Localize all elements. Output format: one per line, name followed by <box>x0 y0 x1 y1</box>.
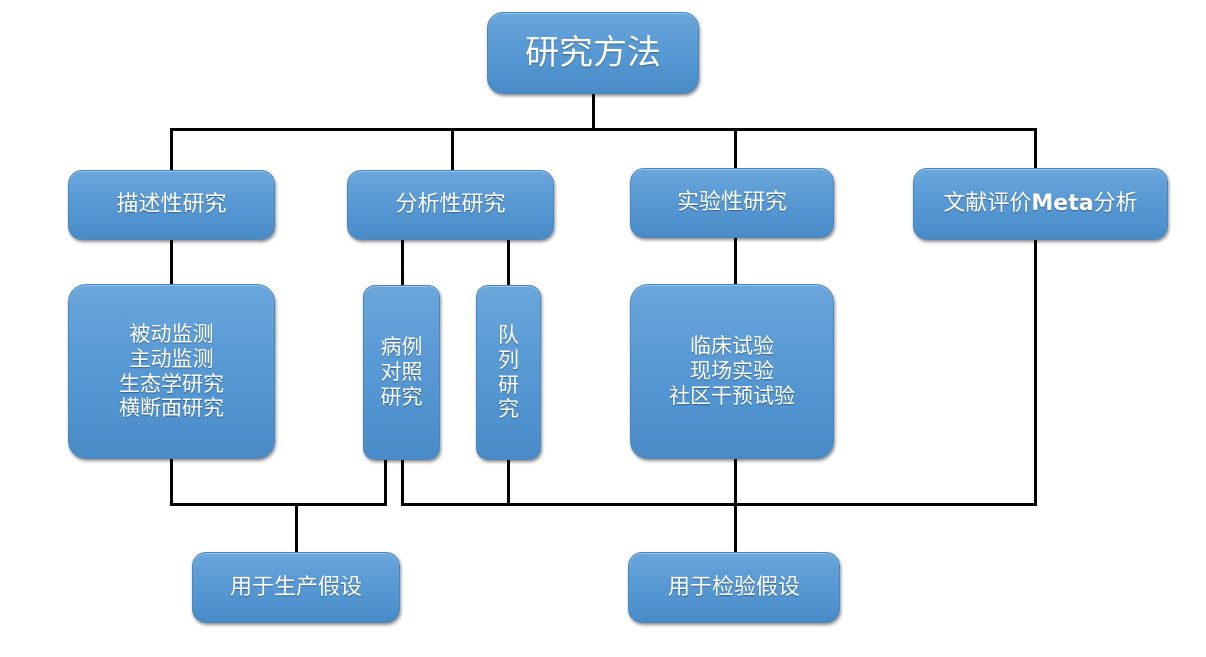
node-generate-hypothesis-label: 用于生产假设 <box>229 574 362 600</box>
connector-descriptive-to-detail <box>170 240 173 285</box>
list-item: 病例 <box>380 335 423 360</box>
node-research-methods[interactable]: 研究方法 <box>487 12 699 94</box>
list-item: 社区干预试验 <box>669 383 795 408</box>
list-item: 究 <box>498 397 519 422</box>
list-item: 生态学研究 <box>119 371 224 396</box>
list-item: 研究 <box>380 384 423 409</box>
list-item: 临床试验 <box>690 334 774 359</box>
list-item: 被动监测 <box>129 321 214 346</box>
connector-test-bus <box>401 503 1037 506</box>
connector-drop-analytical <box>451 128 454 171</box>
connector-case-control-down-left <box>384 460 387 506</box>
node-analytical-research-label: 分析性研究 <box>395 192 506 218</box>
list-item: 列 <box>498 347 519 372</box>
node-experimental-research[interactable]: 实验性研究 <box>630 168 834 238</box>
connector-drop-descriptive <box>170 128 173 171</box>
connector-generate-bus <box>170 503 387 506</box>
node-literature-meta-analysis[interactable]: 文献评价Meta分析 <box>913 168 1168 240</box>
node-case-control-study[interactable]: 病例 对照 研究 <box>363 285 440 460</box>
connector-title-stem <box>592 94 595 130</box>
node-experimental-methods-list[interactable]: 临床试验 现场实验 社区干预试验 <box>630 284 834 459</box>
connector-descriptive-detail-down <box>170 459 173 506</box>
node-descriptive-methods-lines: 被动监测 主动监测 生态学研究 横断面研究 <box>69 322 274 421</box>
connector-test-stem <box>734 503 737 553</box>
connector-drop-experimental <box>734 128 737 169</box>
node-analytical-research[interactable]: 分析性研究 <box>347 170 554 240</box>
meta-label-part-1: 文献评价 <box>943 191 1032 217</box>
list-item: 横断面研究 <box>119 396 224 421</box>
list-item: 主动监测 <box>129 346 214 371</box>
node-test-hypothesis-label: 用于检验假设 <box>667 574 800 600</box>
meta-label-part-2: 分析 <box>1093 191 1138 217</box>
connector-analytical-to-case-control <box>401 240 404 286</box>
node-test-hypothesis[interactable]: 用于检验假设 <box>628 552 840 623</box>
meta-label-latin: Meta <box>1031 191 1094 217</box>
node-experimental-research-label: 实验性研究 <box>676 190 787 216</box>
connector-analytical-to-cohort <box>507 240 510 286</box>
node-cohort-study-lines: 队 列 研 究 <box>477 323 540 422</box>
node-experimental-methods-lines: 临床试验 现场实验 社区干预试验 <box>631 334 833 408</box>
node-descriptive-research-label: 描述性研究 <box>116 192 227 218</box>
connector-level2-bus <box>170 128 1037 131</box>
node-research-methods-label: 研究方法 <box>525 32 661 73</box>
node-descriptive-methods-list[interactable]: 被动监测 主动监测 生态学研究 横断面研究 <box>68 284 275 459</box>
connector-experimental-detail-down <box>734 459 737 506</box>
connector-cohort-down <box>507 460 510 506</box>
list-item: 对照 <box>380 360 423 385</box>
node-literature-meta-analysis-label: 文献评价Meta分析 <box>914 191 1167 217</box>
connector-meta-down <box>1034 240 1037 506</box>
connector-case-control-down-right <box>401 460 404 506</box>
node-generate-hypothesis[interactable]: 用于生产假设 <box>192 552 400 623</box>
node-cohort-study[interactable]: 队 列 研 究 <box>476 285 541 460</box>
connector-experimental-to-detail <box>734 238 737 285</box>
connector-drop-meta <box>1034 128 1037 169</box>
node-case-control-study-lines: 病例 对照 研究 <box>364 335 439 409</box>
connector-generate-stem <box>295 503 298 553</box>
node-descriptive-research[interactable]: 描述性研究 <box>68 170 275 240</box>
list-item: 研 <box>498 372 519 397</box>
list-item: 队 <box>498 322 519 347</box>
list-item: 现场实验 <box>690 359 774 384</box>
